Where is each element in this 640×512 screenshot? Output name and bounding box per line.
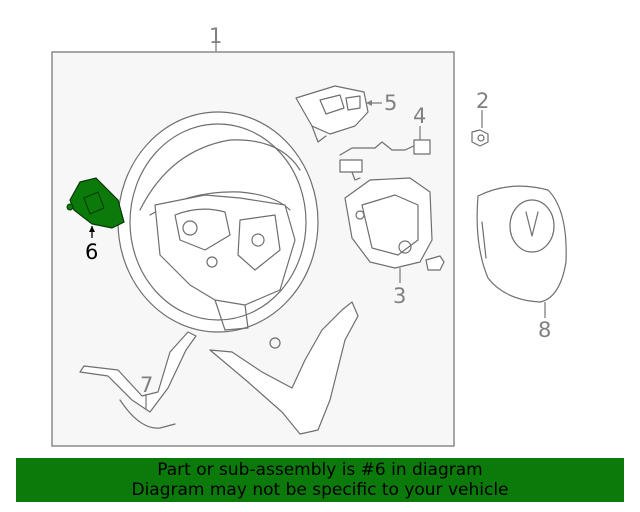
steering-wheel — [117, 111, 319, 333]
part-7-trim — [79, 301, 359, 435]
part-8-airbag — [476, 185, 567, 318]
callout-3: 3 — [393, 284, 406, 308]
parts-diagram: 1 2 3 4 5 6 7 8 — [51, 24, 567, 447]
notice-banner: Part or sub-assembly is #6 in diagram Di… — [16, 458, 624, 502]
callout-5: 5 — [384, 91, 397, 115]
callout-2: 2 — [476, 89, 489, 113]
notice-line-1: Part or sub-assembly is #6 in diagram — [157, 460, 483, 480]
callout-8: 8 — [538, 318, 551, 342]
callout-4: 4 — [413, 104, 426, 128]
part-3-frame — [344, 177, 445, 283]
part-5-switch — [295, 85, 382, 143]
callout-7: 7 — [140, 373, 153, 397]
notice-line-2: Diagram may not be specific to your vehi… — [131, 480, 509, 500]
callout-6: 6 — [85, 240, 98, 264]
callout-1: 1 — [209, 24, 222, 48]
part-4-harness — [339, 126, 431, 181]
part-2-screw — [471, 110, 489, 147]
part-6-highlighted-switch — [66, 177, 125, 238]
